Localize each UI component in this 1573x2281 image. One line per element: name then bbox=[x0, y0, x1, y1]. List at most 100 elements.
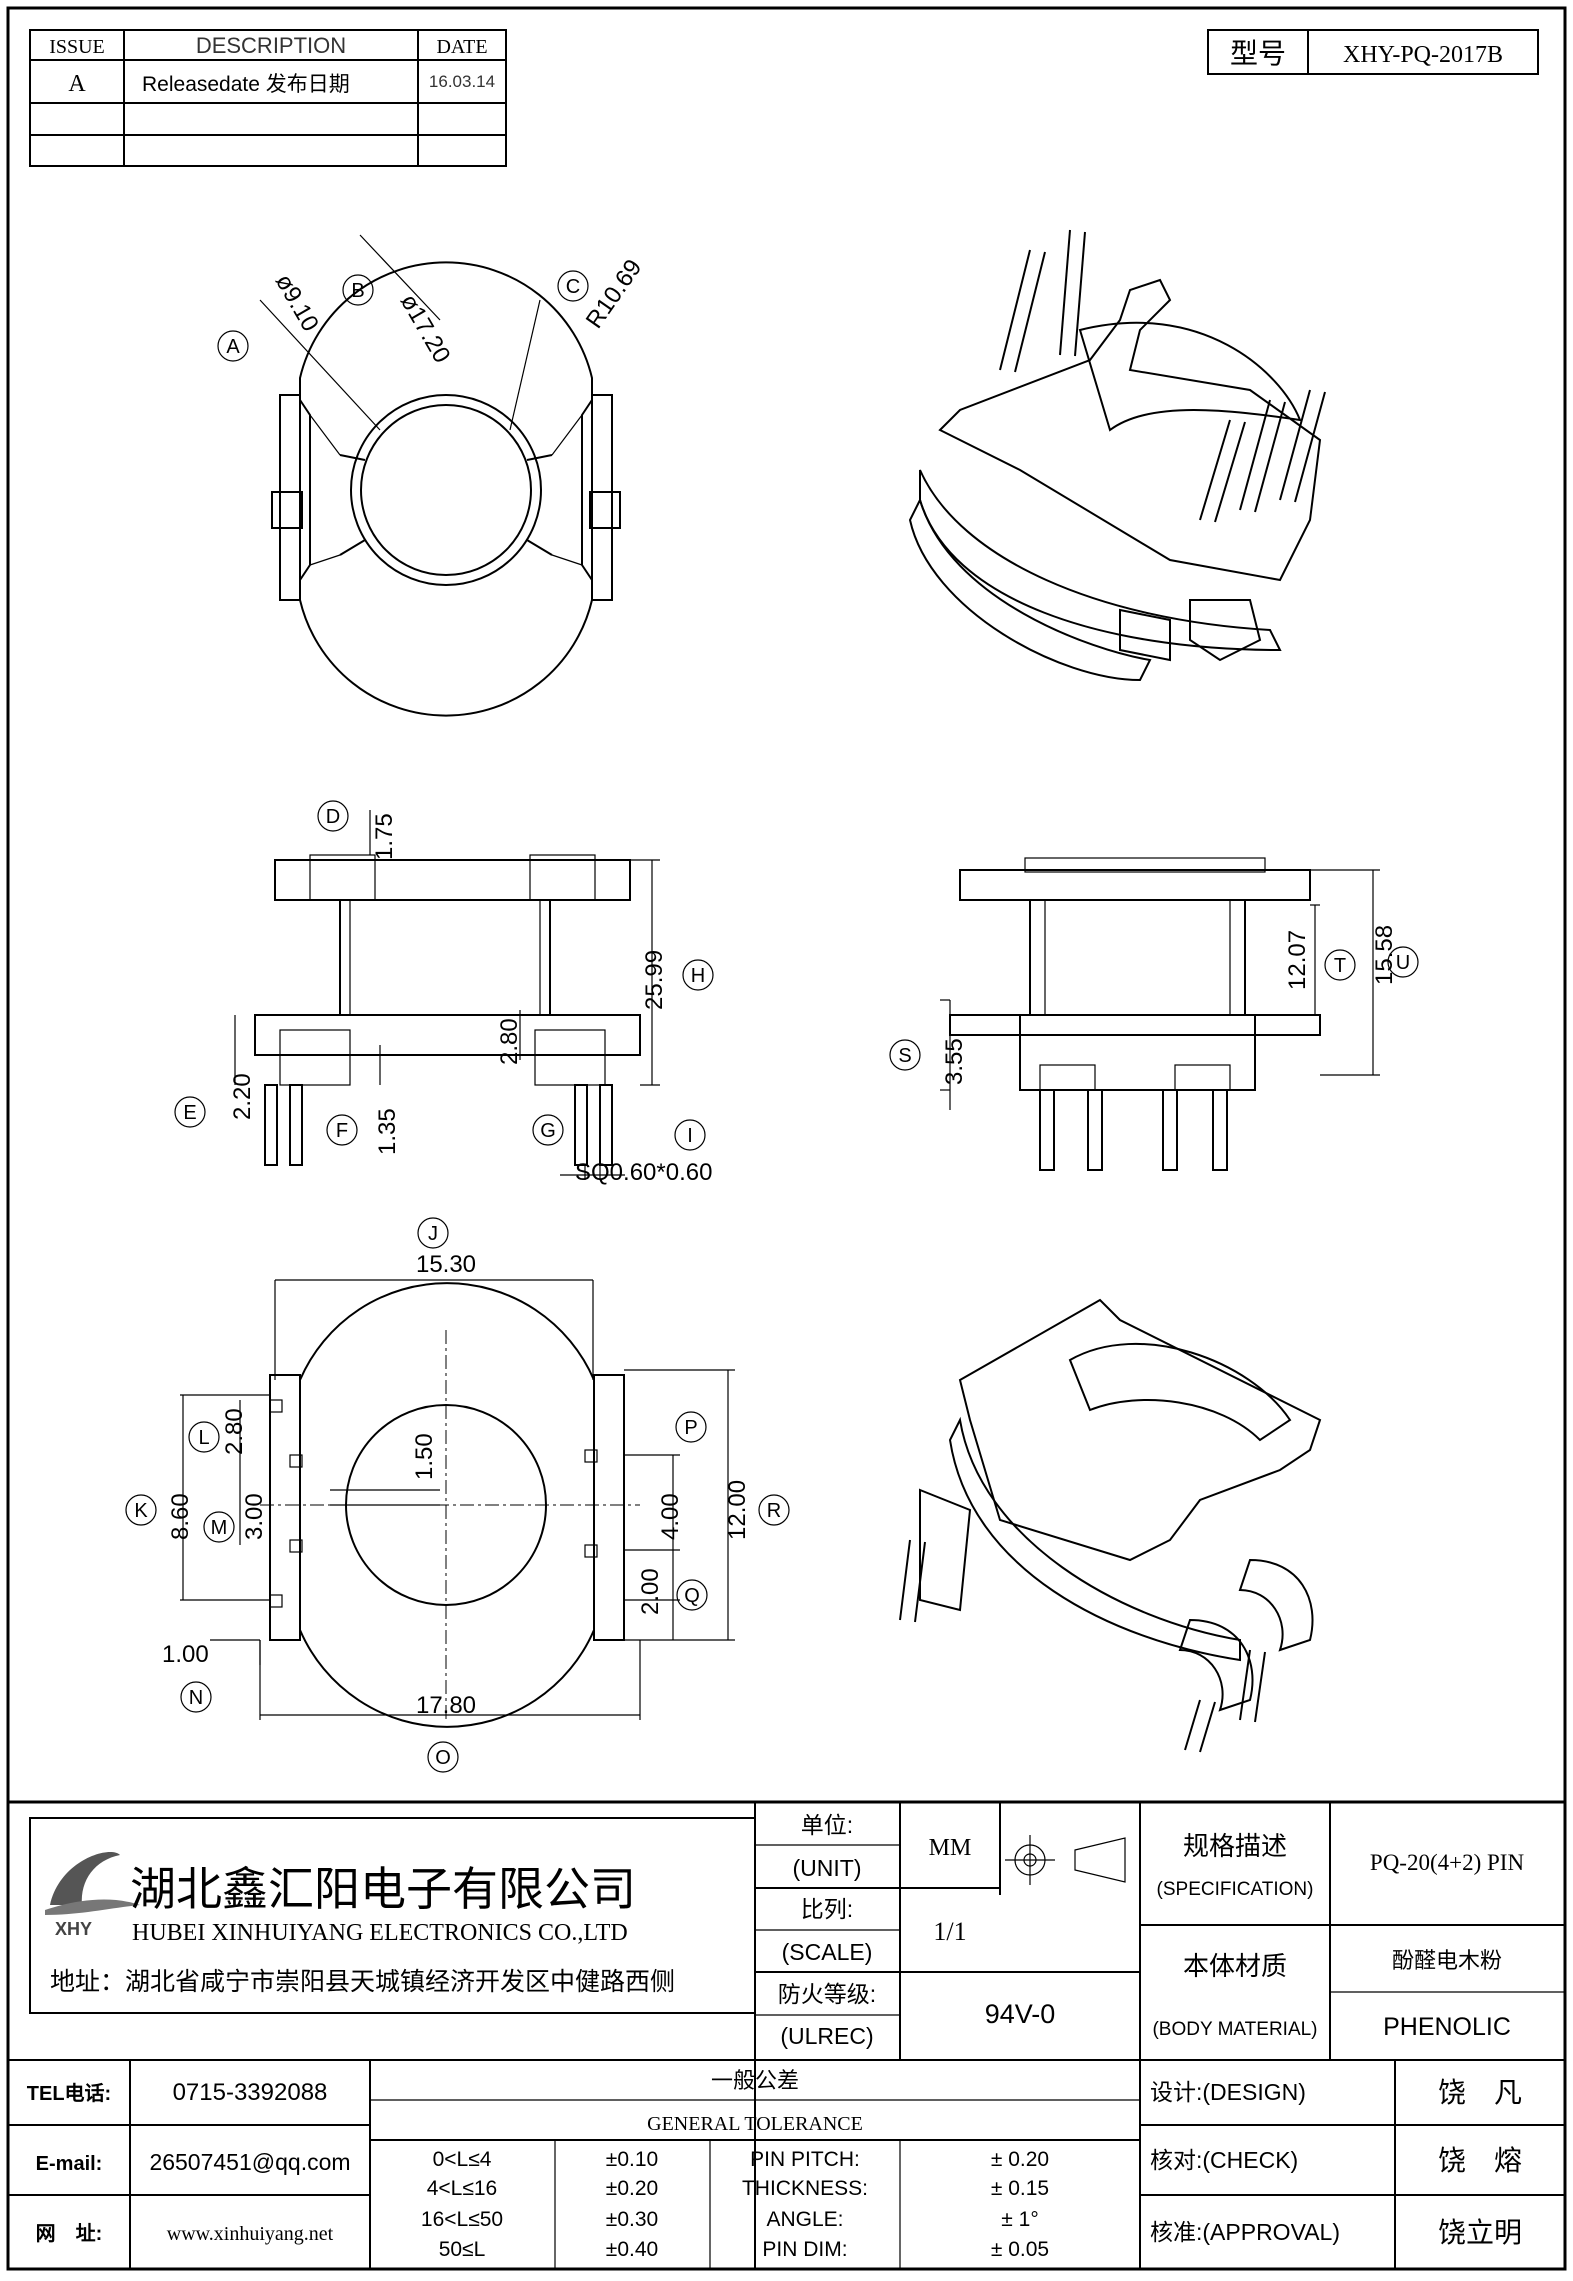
dim-135: 1.35 bbox=[374, 1108, 401, 1155]
tol-val-4: ± 0.05 bbox=[991, 2238, 1049, 2261]
dim-r1069: R10.69 bbox=[581, 255, 648, 334]
dim-1200: 12.00 bbox=[724, 1480, 751, 1540]
rev-row-date: 16.03.14 bbox=[429, 72, 495, 91]
tol-val-2: ± 0.15 bbox=[991, 2177, 1049, 2200]
label-k: K bbox=[134, 1500, 148, 1522]
label-i: I bbox=[687, 1125, 693, 1147]
tol-range-4: 50≤L bbox=[439, 2238, 486, 2261]
dim-300: 3.00 bbox=[241, 1493, 268, 1540]
revision-table: ISSUE DESCRIPTION DATE A Releasedate 发布日… bbox=[29, 29, 507, 167]
tolerance-en: GENERAL TOLERANCE bbox=[647, 2113, 863, 2135]
logo-text: XHY bbox=[55, 1919, 92, 1939]
scale-en: (SCALE) bbox=[782, 1939, 873, 1965]
label-p: P bbox=[684, 1417, 697, 1439]
front-view: 1.75 25.99 2.20 1.35 2.80 SQ0.60*0.60 D … bbox=[174, 800, 714, 1186]
spec-en: (SPECIFICATION) bbox=[1157, 1879, 1314, 1900]
spec-value: PQ-20(4+2) PIN bbox=[1370, 1850, 1525, 1875]
dim-860: 8.60 bbox=[167, 1493, 194, 1540]
dim-175: 1.75 bbox=[371, 813, 398, 860]
label-h: H bbox=[691, 965, 705, 987]
dim-d1720: ø17.20 bbox=[395, 290, 456, 368]
side-view: 12.07 15.58 3.55 S T U bbox=[889, 857, 1419, 1171]
title-block: XHY 湖北鑫汇阳电子有限公司 HUBEI XINHUIYANG ELECTRO… bbox=[8, 1800, 1565, 2269]
rev-header-issue: ISSUE bbox=[49, 36, 105, 58]
unit-value: MM bbox=[929, 1835, 972, 1861]
dim-400: 4.00 bbox=[657, 1493, 684, 1540]
unit-label: 单位: bbox=[801, 1812, 853, 1838]
label-b: B bbox=[351, 280, 364, 302]
dim-d910: ø9.10 bbox=[270, 270, 324, 337]
email-label: E-mail: bbox=[36, 2153, 103, 2175]
label-e: E bbox=[183, 1102, 196, 1124]
material-en: (BODY MATERIAL) bbox=[1152, 2019, 1317, 2040]
iso-view-bottom bbox=[899, 1298, 1322, 1753]
label-c: C bbox=[566, 276, 580, 298]
model-box: 型号 XHY-PQ-2017B bbox=[1207, 29, 1539, 75]
label-o: O bbox=[435, 1747, 451, 1769]
label-s: S bbox=[898, 1045, 911, 1067]
rev-header-description: DESCRIPTION bbox=[196, 33, 346, 58]
dim-200: 2.00 bbox=[637, 1568, 664, 1615]
label-g: G bbox=[540, 1120, 556, 1142]
fire-en: (ULREC) bbox=[780, 2023, 873, 2049]
design-label: 设计:(DESIGN) bbox=[1150, 2079, 1306, 2105]
projection-symbol bbox=[1005, 1835, 1126, 1885]
dim-220: 2.20 bbox=[229, 1073, 256, 1120]
dim-2599: 25.99 bbox=[641, 950, 668, 1010]
dim-1558: 15.58 bbox=[1371, 925, 1398, 985]
material-value: PHENOLIC bbox=[1383, 2013, 1511, 2041]
company-name-cn: 湖北鑫汇阳电子有限公司 bbox=[130, 1863, 636, 1915]
web-label: 网 址: bbox=[36, 2222, 103, 2245]
model-value: XHY-PQ-2017B bbox=[1343, 42, 1503, 68]
email-value: 26507451@qq.com bbox=[149, 2149, 350, 2175]
company-address: 地址：湖北省咸宁市崇阳县天城镇经济开发区中健路西侧 bbox=[50, 1968, 675, 1996]
tol-val-3: ± 1° bbox=[1001, 2208, 1038, 2231]
dim-100: 1.00 bbox=[162, 1641, 209, 1668]
tol-value-3: ±0.30 bbox=[606, 2208, 658, 2231]
approval-value: 饶立明 bbox=[1438, 2217, 1522, 2248]
label-m: M bbox=[211, 1517, 228, 1539]
iso-view-top bbox=[908, 229, 1326, 682]
tol-value-1: ±0.10 bbox=[606, 2148, 658, 2171]
tel-value: 0715-3392088 bbox=[173, 2079, 328, 2106]
tol-item-3: ANGLE: bbox=[766, 2208, 843, 2231]
dim-150: 1.50 bbox=[411, 1433, 438, 1480]
tol-range-2: 4<L≤16 bbox=[427, 2177, 498, 2200]
label-n: N bbox=[189, 1687, 203, 1709]
dim-sq: SQ0.60*0.60 bbox=[575, 1159, 712, 1186]
rev-header-date: DATE bbox=[436, 36, 487, 58]
scale-value: 1/1 bbox=[933, 1917, 966, 1946]
dim-1207: 12.07 bbox=[1284, 930, 1311, 990]
tol-range-1: 0<L≤4 bbox=[433, 2148, 492, 2171]
model-label: 型号 bbox=[1230, 38, 1286, 69]
label-d: D bbox=[326, 806, 340, 828]
rev-row-issue: A bbox=[68, 71, 86, 97]
design-value: 饶 凡 bbox=[1438, 2077, 1522, 2108]
approval-label: 核准:(APPROVAL) bbox=[1150, 2219, 1340, 2245]
material-label: 本体材质 bbox=[1183, 1951, 1287, 1981]
label-r: R bbox=[767, 1500, 781, 1522]
tol-item-2: THICKNESS: bbox=[742, 2177, 868, 2200]
tol-val-1: ± 0.20 bbox=[991, 2148, 1049, 2171]
sheet-border bbox=[6, 6, 1567, 2271]
fire-label: 防火等级: bbox=[778, 1981, 876, 2007]
fire-value: 94V-0 bbox=[985, 1999, 1056, 2029]
dim-280: 2.80 bbox=[496, 1018, 523, 1065]
tolerance-cn: 一般公差 bbox=[711, 2068, 799, 2093]
tol-item-1: PIN PITCH: bbox=[750, 2148, 860, 2171]
dim-280b: 2.80 bbox=[221, 1408, 248, 1455]
company-name-en: HUBEI XINHUIYANG ELECTRONICS CO.,LTD bbox=[132, 1920, 628, 1946]
label-f: F bbox=[336, 1120, 348, 1142]
tol-range-3: 16<L≤50 bbox=[421, 2208, 503, 2231]
label-j: J bbox=[428, 1223, 438, 1245]
scale-label: 比列: bbox=[801, 1896, 853, 1922]
check-value: 饶 熔 bbox=[1438, 2145, 1522, 2176]
check-label: 核对:(CHECK) bbox=[1150, 2147, 1298, 2173]
tel-label: TEL电话: bbox=[27, 2082, 111, 2105]
tol-value-4: ±0.40 bbox=[606, 2238, 658, 2261]
unit-en: (UNIT) bbox=[793, 1855, 862, 1881]
rev-row-description: Releasedate 发布日期 bbox=[142, 73, 350, 96]
dim-355: 3.55 bbox=[941, 1038, 968, 1085]
label-u: U bbox=[1396, 952, 1410, 974]
